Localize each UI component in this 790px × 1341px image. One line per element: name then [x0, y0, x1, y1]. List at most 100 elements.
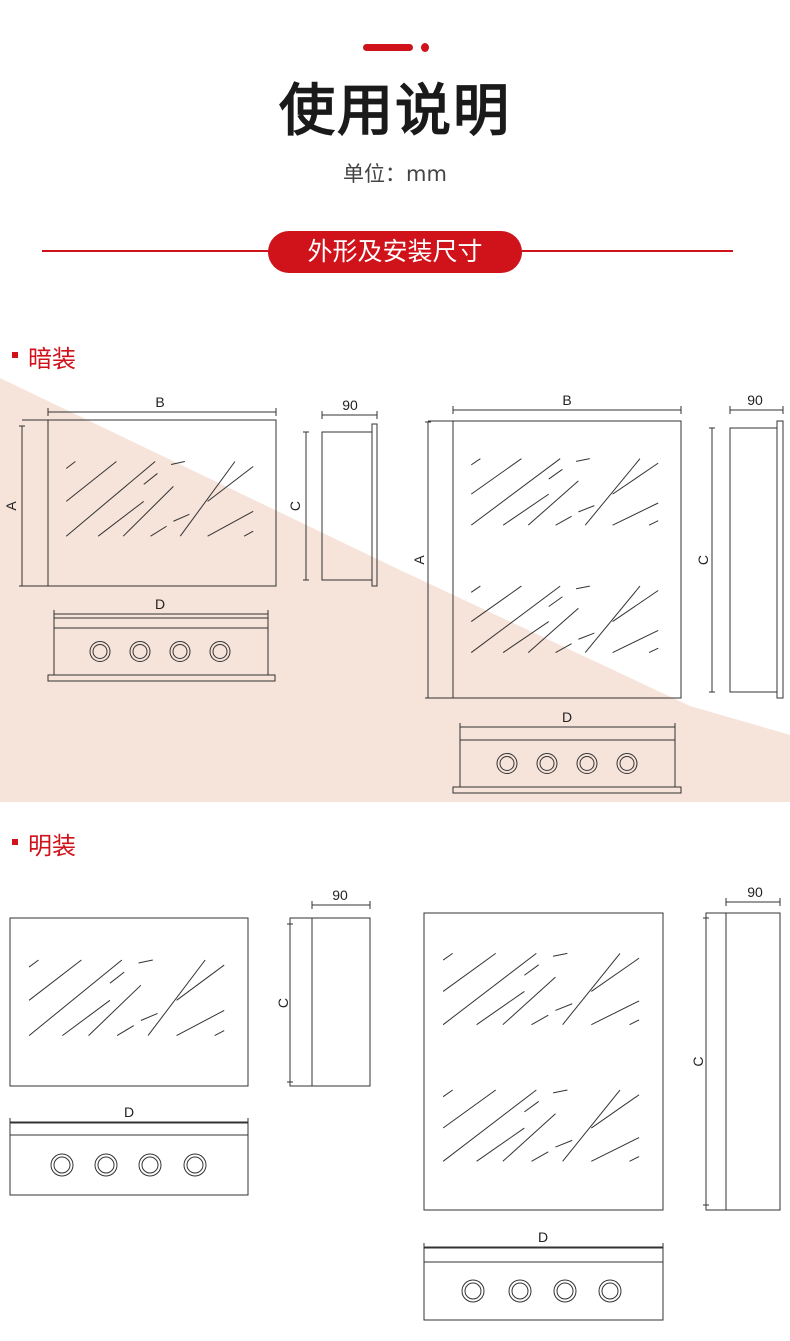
glass-hatch-line — [470, 585, 522, 622]
glass-hatch-line — [552, 1089, 568, 1094]
bottom-view — [9, 1122, 249, 1196]
glass-hatch-line — [531, 1014, 549, 1026]
glass-hatch-line — [470, 585, 481, 593]
bullet-icon — [12, 352, 18, 358]
glass-hatch-line — [612, 590, 659, 622]
glass-hatch-line — [150, 525, 167, 537]
cable-entry-hole-inner — [92, 644, 108, 659]
glass-hatch-line — [28, 959, 39, 968]
dim-b-label: B — [155, 394, 164, 410]
glass-hatch-line — [548, 596, 563, 607]
cable-entry-hole-inner — [186, 1156, 204, 1174]
dim-a-label: A — [411, 555, 427, 565]
cable-entry-hole — [536, 753, 558, 774]
cable-entry-hole-inner — [539, 756, 555, 771]
glass-hatch-line — [612, 629, 659, 654]
glass-hatch-line — [552, 952, 568, 957]
glass-hatch-line — [502, 976, 556, 1026]
glass-hatch-line — [555, 1003, 573, 1011]
dim-depth-label: 90 — [332, 887, 348, 903]
front-panel — [452, 420, 682, 699]
bottom-view — [459, 726, 676, 788]
glass-hatch-line — [442, 952, 537, 1026]
dim-d-label: D — [562, 709, 572, 725]
cable-entry-hole-inner — [556, 1282, 574, 1300]
glass-hatch-line — [502, 493, 550, 526]
glass-hatch-line — [179, 461, 236, 537]
cable-entry-hole — [598, 1279, 622, 1303]
glass-hatch-line — [548, 468, 563, 480]
cable-entry-hole — [616, 753, 638, 774]
glass-hatch-line — [648, 647, 659, 654]
page-title: 使用说明 — [279, 79, 511, 144]
glass-hatch-line — [109, 971, 125, 984]
cable-entry-hole-inner — [464, 1282, 482, 1300]
mounting-flange — [47, 674, 276, 682]
bullet-icon — [12, 839, 18, 845]
cable-entry-hole — [209, 641, 231, 662]
glass-hatch-line — [176, 1009, 225, 1037]
front-panel — [423, 912, 664, 1211]
glass-hatch-line — [122, 486, 174, 537]
dim-d-label: D — [124, 1104, 134, 1120]
dim-d-label: D — [155, 596, 165, 612]
glass-hatch-line — [502, 621, 550, 653]
glass-hatch-line — [470, 585, 561, 653]
glass-hatch-line — [442, 1089, 496, 1129]
cable-entry-hole-inner — [511, 1282, 529, 1300]
glass-hatch-line — [65, 461, 117, 502]
section-heading-concealed: 暗装 — [28, 345, 76, 373]
cable-entry-hole-inner — [499, 756, 515, 771]
glass-hatch-line — [562, 1089, 621, 1162]
glass-hatch-line — [578, 632, 595, 640]
glass-hatch-line — [576, 458, 590, 462]
glass-hatch-line — [555, 643, 572, 654]
glass-hatch-line — [116, 1025, 135, 1037]
peach-background — [0, 378, 790, 802]
glass-hatch-line — [62, 999, 111, 1037]
glass-hatch-line — [470, 458, 522, 495]
mounting-flange — [452, 786, 682, 794]
dim-b-label: B — [562, 392, 571, 408]
dim-a-label: A — [3, 501, 19, 511]
glass-hatch-line — [214, 1030, 225, 1037]
glass-hatch-line — [171, 461, 185, 465]
section-banner: 外形及安装尺寸 — [268, 231, 522, 273]
glass-hatch-line — [476, 990, 525, 1026]
dim-c-label: C — [275, 998, 291, 1008]
glass-hatch-line — [527, 480, 579, 526]
title-accent-dot — [421, 43, 429, 52]
glass-hatch-line — [176, 964, 225, 1001]
glass-hatch-line — [476, 1127, 525, 1162]
glass-hatch-line — [629, 1156, 640, 1162]
unit-label: 单位：mm — [343, 162, 447, 186]
glass-hatch-line — [140, 1012, 158, 1021]
glass-hatch-line — [207, 466, 254, 502]
dim-d-label: D — [538, 1229, 548, 1245]
title-accent-bar — [363, 44, 413, 51]
glass-hatch-line — [584, 585, 641, 653]
side-flange — [776, 420, 784, 699]
glass-hatch-line — [562, 953, 621, 1025]
section-heading-surface: 明装 — [28, 832, 76, 860]
glass-hatch-line — [531, 1151, 549, 1162]
glass-hatch-line — [591, 1000, 640, 1026]
cable-entry-hole — [496, 753, 518, 774]
glass-hatch-line — [28, 959, 123, 1036]
cable-entry-hole — [553, 1279, 577, 1303]
cable-entry-hole-inner — [132, 644, 148, 659]
glass-hatch-line — [591, 1137, 640, 1162]
glass-hatch-line — [143, 473, 158, 485]
glass-hatch-line — [65, 461, 76, 469]
glass-hatch-line — [28, 959, 82, 1001]
glass-hatch-line — [555, 1139, 573, 1148]
side-view — [729, 427, 778, 693]
glass-hatch-line — [65, 461, 156, 537]
glass-hatch-line — [612, 462, 659, 495]
glass-hatch-line — [88, 984, 142, 1036]
glass-hatch-line — [442, 1089, 453, 1098]
glass-hatch-line — [502, 1113, 556, 1162]
glass-hatch-line — [138, 959, 153, 964]
